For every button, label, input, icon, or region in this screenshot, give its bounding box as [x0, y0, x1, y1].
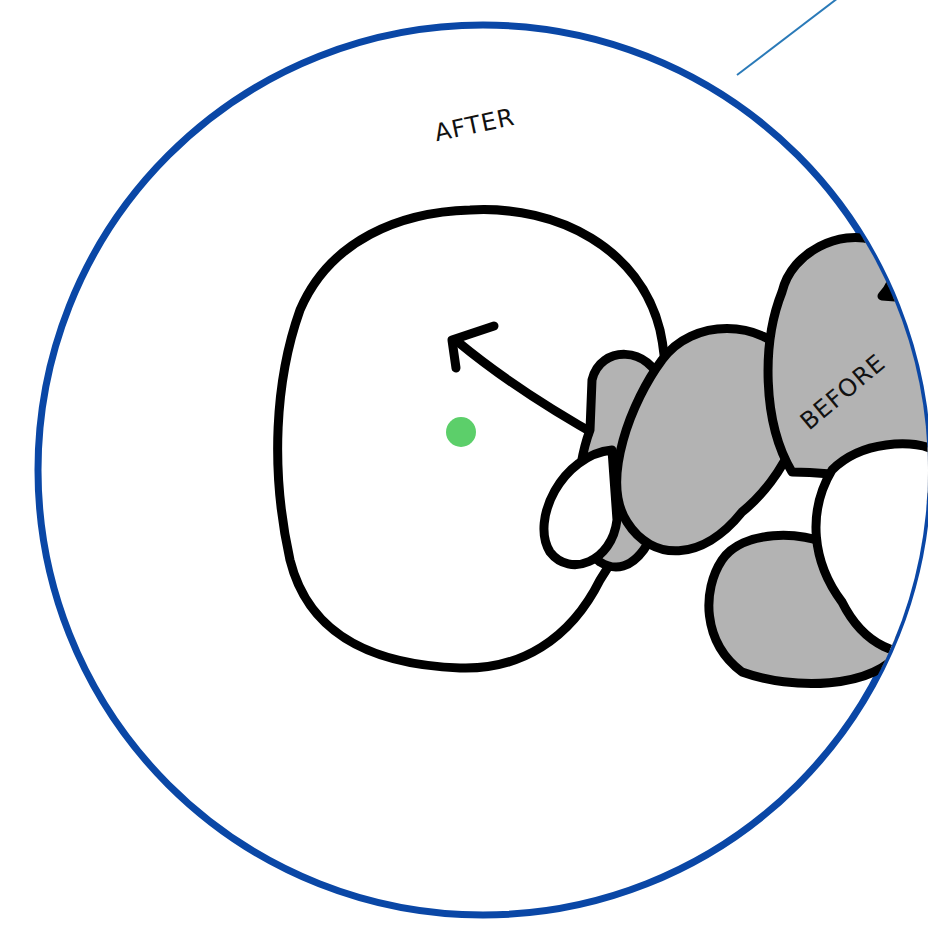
- region-label: AFTER: [432, 104, 517, 147]
- region-circle: AFTER BEFORE: [35, 22, 928, 918]
- arrow-head: [452, 326, 494, 368]
- before-cluster: BEFORE: [530, 225, 928, 695]
- leader-line: [737, 0, 838, 75]
- cluster-lobe: [544, 450, 617, 565]
- center-dot: [446, 417, 476, 447]
- before-cluster-shape: [530, 225, 928, 695]
- move-arrow: [458, 342, 605, 440]
- cluster-lobe: [816, 444, 928, 652]
